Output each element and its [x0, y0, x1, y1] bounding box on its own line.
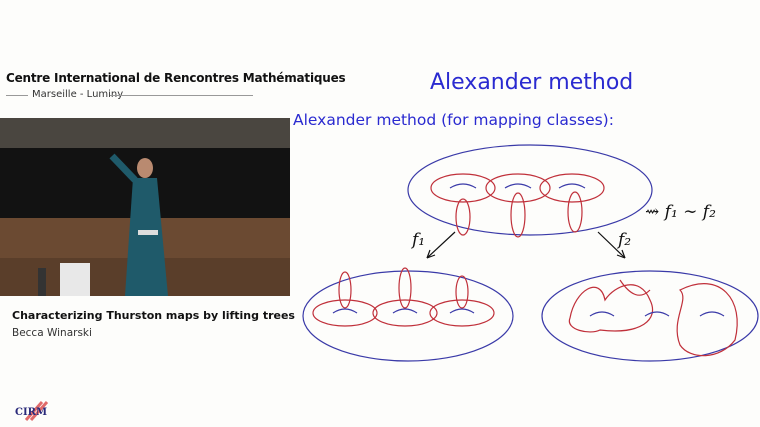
- svg-text:CIRM: CIRM: [15, 407, 47, 418]
- left-surface: [302, 270, 514, 362]
- equivalence-formula: ⇝ f₁ ∼ f₂: [645, 202, 716, 222]
- speaker-video[interactable]: [0, 118, 290, 296]
- right-surface: [541, 270, 759, 362]
- organization-name: Centre International de Rencontres Mathé…: [6, 71, 346, 85]
- talk-title: Characterizing Thurston maps by lifting …: [12, 309, 295, 322]
- lecture-room-image: [0, 118, 290, 296]
- slide-subtitle: Alexander method (for mapping classes):: [293, 111, 614, 129]
- slide-title: Alexander method: [430, 70, 634, 95]
- divider: [110, 95, 253, 96]
- top-surface: [407, 144, 653, 236]
- speaker-name: Becca Winarski: [12, 327, 92, 339]
- map-label-f2: f₂: [618, 230, 632, 250]
- location: Marseille - Luminy: [32, 89, 124, 100]
- divider: [6, 95, 28, 96]
- map-label-f1: f₁: [412, 230, 426, 250]
- cirm-logo: CIRM: [14, 400, 54, 426]
